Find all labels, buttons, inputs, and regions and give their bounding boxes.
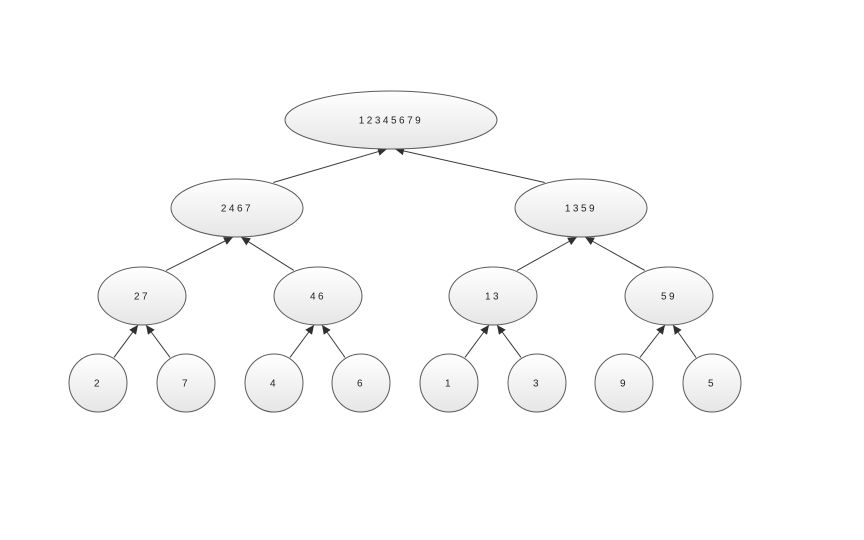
arrowhead-leaf3-to-l2b [305,325,314,335]
node-label: 2 [94,379,102,390]
node-l1a: 2467 [170,178,304,238]
node-l2b: 46 [273,266,363,326]
node-ellipse [419,353,479,413]
node-label: 27 [134,292,150,303]
arrowhead-l2a-to-l1a [223,237,233,245]
node-label: 4 [270,379,278,390]
node-leaf1: 2 [68,353,128,413]
node-ellipse [448,266,538,326]
edges-layer [113,146,697,358]
node-ellipse [507,353,567,413]
node-l2c: 13 [448,266,538,326]
node-ellipse [244,353,304,413]
node-leaf3: 4 [244,353,304,413]
node-l1b: 1359 [514,178,648,238]
node-label: 3 [533,379,541,390]
node-ellipse [170,178,304,238]
node-label: 1 [445,379,453,390]
node-ellipse [68,353,128,413]
edge-l1a-to-root [273,148,388,183]
edge-l2a-to-l1a [165,236,234,271]
node-ellipse [273,266,363,326]
node-label: 6 [357,379,365,390]
node-l2a: 27 [97,266,187,326]
arrowhead-l1a-to-root [377,147,387,156]
edge-l2d-to-l1b [584,236,646,271]
arrowhead-l2d-to-l1b [585,237,595,246]
node-ellipse [97,266,187,326]
edge-l2c-to-l1b [516,236,578,271]
node-ellipse [514,178,648,238]
node-ellipse [682,353,742,413]
arrowhead-l2c-to-l1b [567,237,577,246]
node-leaf6: 3 [507,353,567,413]
node-label: 1359 [565,204,597,215]
arrowhead-leaf8-to-l2d [673,325,682,335]
node-l2d: 59 [624,266,714,326]
arrowhead-leaf2-to-l2a [146,325,155,335]
node-label: 9 [620,379,628,390]
edge-l2b-to-l1a [240,236,295,271]
node-label: 5 [708,379,716,390]
arrowhead-leaf1-to-l2a [129,325,138,335]
node-label: 12345679 [359,116,424,127]
node-label: 13 [485,292,501,303]
node-ellipse [624,266,714,326]
arrowhead-leaf7-to-l2d [656,325,665,335]
edge-l1b-to-root [394,148,545,183]
node-leaf8: 5 [682,353,742,413]
node-leaf5: 1 [419,353,479,413]
node-leaf2: 7 [156,353,216,413]
arrowhead-leaf6-to-l2c [497,325,506,335]
node-leaf7: 9 [594,353,654,413]
arrowhead-leaf5-to-l2c [480,325,489,335]
node-leaf4: 6 [331,353,391,413]
arrowhead-l2b-to-l1a [241,237,251,246]
node-label: 7 [182,379,190,390]
node-label: 46 [310,292,326,303]
node-ellipse [284,90,498,150]
node-label: 59 [661,292,677,303]
node-label: 2467 [221,204,253,215]
arrowhead-leaf4-to-l2b [322,325,331,335]
node-ellipse [156,353,216,413]
node-ellipse [594,353,654,413]
node-root: 12345679 [284,90,498,150]
node-ellipse [331,353,391,413]
